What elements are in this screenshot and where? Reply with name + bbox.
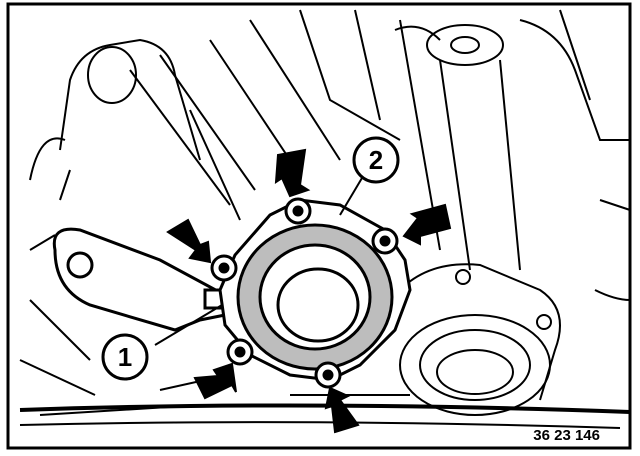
bolt-bottom: [314, 361, 342, 389]
cover-bolts: [210, 197, 399, 389]
arrow-to-bolt-top: [274, 148, 311, 198]
bolt-top: [284, 197, 312, 225]
callout-2-label: 2: [369, 145, 383, 175]
callout-1-label: 1: [118, 342, 132, 372]
bolt-arrows: [166, 148, 452, 434]
arrow-to-bolt-upper-left: [166, 218, 212, 264]
callout-1: 1: [101, 333, 149, 381]
arrow-to-bolt-bottom: [324, 386, 360, 434]
bolt-right: [371, 227, 399, 255]
cover-plate: [218, 198, 412, 382]
frame-border: [6, 2, 632, 450]
reference-number: 36 23 146: [533, 427, 600, 444]
callout-2: 2: [352, 136, 400, 184]
arrow-to-bolt-lower-left: [193, 362, 237, 400]
arrow-to-bolt-right: [402, 203, 452, 246]
bolt-upper-left: [210, 254, 238, 282]
bolt-lower-left: [226, 338, 254, 366]
callout-leaders: [154, 177, 363, 346]
